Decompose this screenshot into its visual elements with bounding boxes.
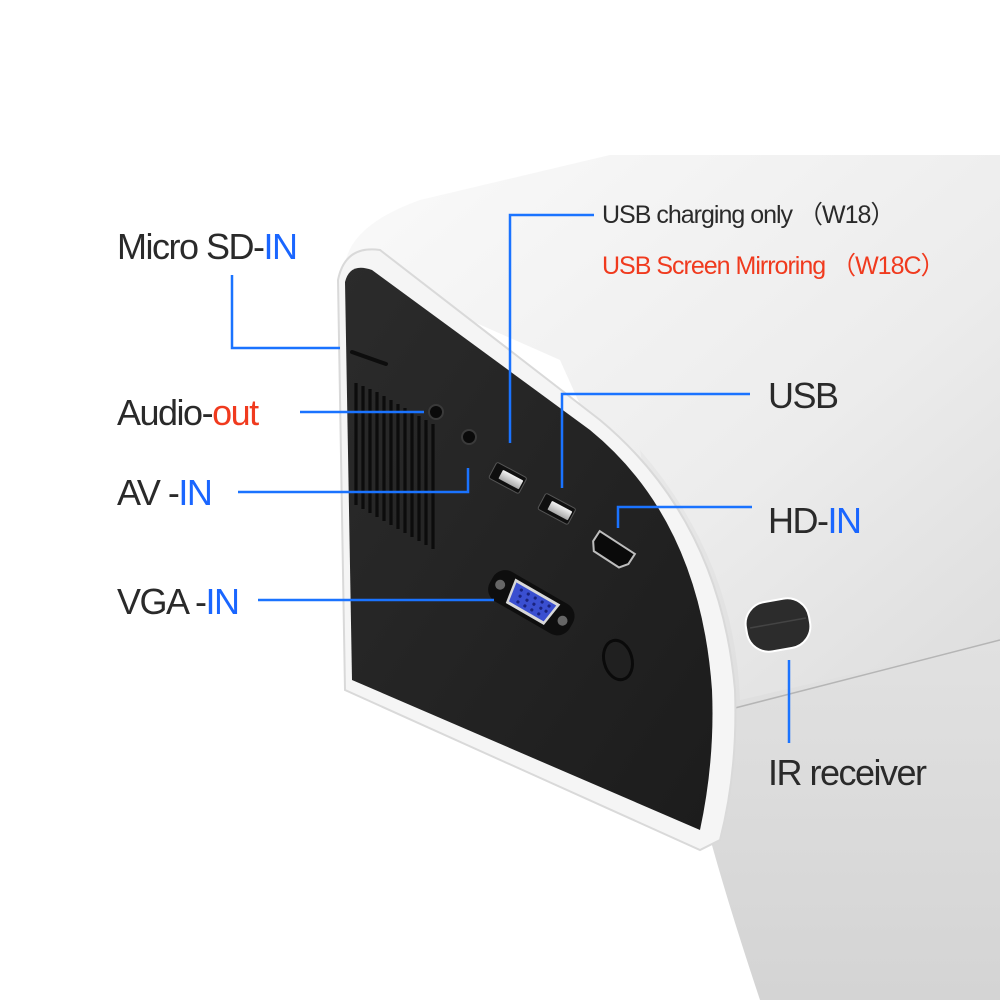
callout-hd-in bbox=[616, 505, 752, 528]
label-accent: IN bbox=[827, 500, 862, 541]
label-ir-receiver: IR receiver bbox=[768, 752, 927, 793]
projector-body-side bbox=[640, 450, 1000, 1000]
callout-av-in bbox=[238, 468, 470, 494]
label-accent: IN bbox=[178, 472, 213, 513]
label-usb: USB bbox=[768, 375, 839, 416]
label-av-in: AV -IN bbox=[117, 472, 213, 513]
label-text: Micro SD- bbox=[117, 226, 265, 267]
label-audio-out: Audio-out bbox=[117, 392, 259, 433]
label-accent: out bbox=[212, 392, 259, 433]
hdmi-port[interactable] bbox=[589, 529, 637, 571]
ir-window-highlight bbox=[749, 617, 807, 629]
label-usb-charging-only: USB charging only （W18） bbox=[602, 201, 895, 229]
micro-sd-slot[interactable] bbox=[350, 350, 388, 366]
label-text: HD- bbox=[768, 500, 829, 541]
label-accent: IN bbox=[263, 226, 299, 267]
usb-port[interactable] bbox=[537, 493, 576, 525]
label-usb-screen-mirroring: USB Screen Mirroring （W18C） bbox=[602, 252, 946, 280]
label-hd-in: HD-IN bbox=[768, 500, 862, 541]
callout-usb-charging bbox=[508, 213, 594, 443]
ir-receiver-window bbox=[744, 597, 812, 653]
label-text: Audio- bbox=[117, 392, 214, 433]
label-text: VGA - bbox=[117, 581, 207, 622]
vga-port[interactable] bbox=[483, 565, 580, 640]
usb-port-charging[interactable] bbox=[488, 462, 527, 494]
body-seam bbox=[734, 639, 1000, 709]
callout-lines bbox=[230, 213, 791, 743]
label-vga-in: VGA -IN bbox=[117, 581, 241, 622]
label-accent: IN bbox=[205, 581, 241, 622]
callout-micro-sd bbox=[230, 275, 340, 350]
callout-usb bbox=[560, 392, 750, 488]
av-in-jack[interactable] bbox=[461, 429, 477, 445]
power-button[interactable] bbox=[599, 637, 636, 683]
label-micro-sd-in: Micro SD-IN bbox=[117, 226, 299, 267]
label-text: AV - bbox=[117, 472, 180, 513]
audio-out-jack[interactable] bbox=[428, 404, 444, 420]
